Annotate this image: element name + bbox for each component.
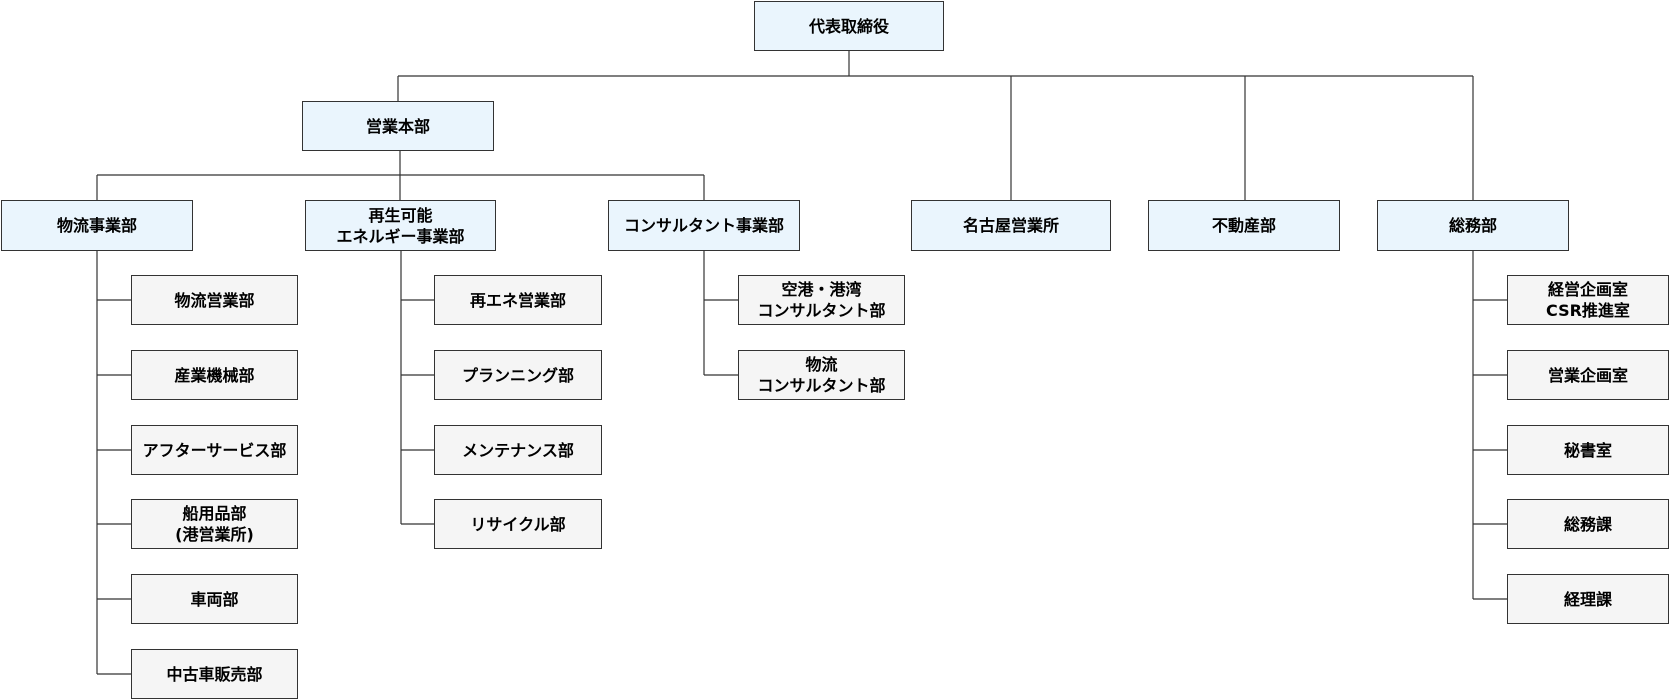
general-affairs-unit-node: 経理課 (1507, 574, 1669, 624)
renewable-unit-node: 再エネ営業部 (434, 275, 602, 325)
general-affairs-unit-node: 経営企画室 CSR推進室 (1507, 275, 1669, 325)
consulting-unit-node: 空港・港湾 コンサルタント部 (738, 275, 905, 325)
general-affairs-unit-node: 秘書室 (1507, 425, 1669, 475)
renewable-unit-node: リサイクル部 (434, 499, 602, 549)
logistics-unit-node: 物流営業部 (131, 275, 298, 325)
logistics-division-node: 物流事業部 (1, 200, 193, 251)
consulting-unit-node: 物流 コンサルタント部 (738, 350, 905, 400)
real-estate-node: 不動産部 (1148, 200, 1340, 251)
logistics-unit-node: 中古車販売部 (131, 649, 298, 699)
renewable-unit-node: メンテナンス部 (434, 425, 602, 475)
sales-hq-node: 営業本部 (302, 101, 494, 151)
general-affairs-node: 総務部 (1377, 200, 1569, 251)
logistics-unit-node: 車両部 (131, 574, 298, 624)
renewable-unit-node: プランニング部 (434, 350, 602, 400)
nagoya-office-node: 名古屋営業所 (911, 200, 1111, 251)
consulting-division-node: コンサルタント事業部 (608, 200, 800, 251)
general-affairs-unit-node: 総務課 (1507, 499, 1669, 549)
ceo-node: 代表取締役 (754, 1, 944, 51)
renewable-division-node: 再生可能 エネルギー事業部 (305, 200, 496, 251)
logistics-unit-node: アフターサービス部 (131, 425, 298, 475)
general-affairs-unit-node: 営業企画室 (1507, 350, 1669, 400)
logistics-unit-node: 産業機械部 (131, 350, 298, 400)
logistics-unit-node: 船用品部 (港営業所) (131, 499, 298, 549)
